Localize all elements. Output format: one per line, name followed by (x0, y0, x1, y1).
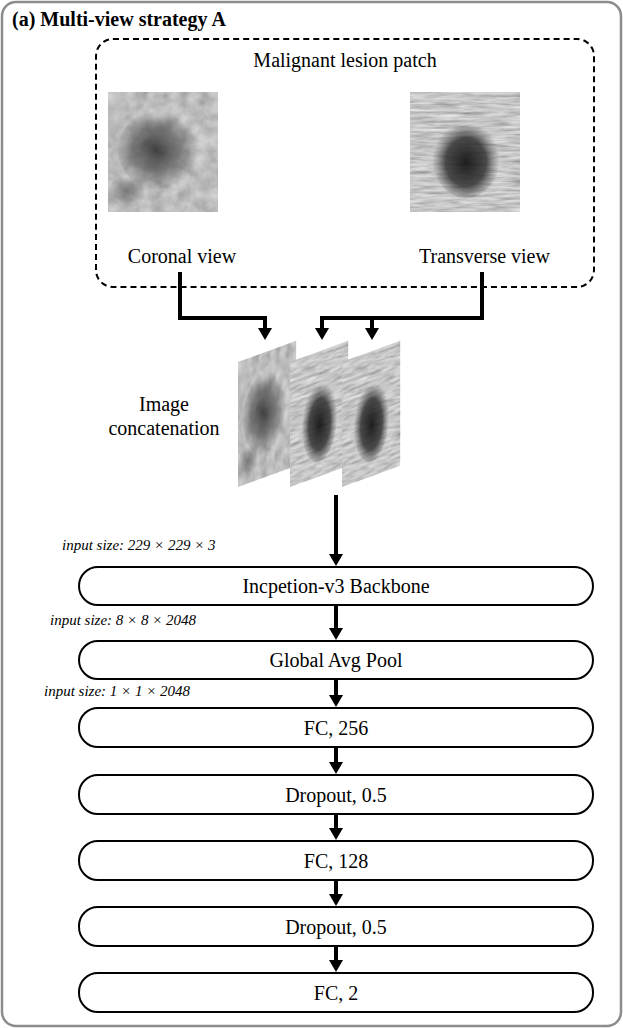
layer-name: Dropout, 0.5 (273, 783, 399, 807)
connector-line (370, 318, 374, 330)
connector (329, 815, 343, 840)
connector (329, 947, 343, 972)
connector-line (334, 748, 338, 764)
layer-name: Global Avg Pool (258, 648, 415, 672)
layer-name: Dropout, 0.5 (273, 915, 399, 939)
layer-name: FC, 256 (292, 716, 380, 740)
connector (329, 606, 343, 640)
input-size-note: input size: 8 × 8 × 2048 (48, 612, 198, 629)
view-caption: Transverse view (407, 244, 562, 268)
connector-line (334, 495, 338, 556)
coronal-patch: Coronal view (107, 87, 257, 272)
connector-line (334, 815, 338, 830)
connector (329, 748, 343, 774)
connector-line (334, 947, 338, 962)
concatenation-stack: Image concatenation (100, 340, 445, 495)
fc-box: FC, 2 (78, 972, 594, 1013)
view-caption: Coronal view (107, 244, 257, 268)
fc-box: FC, 128 (78, 840, 594, 881)
layer-name: Incpetion-v3 Backbone (230, 574, 441, 598)
connector-line (334, 680, 338, 697)
group-heading: Malignant lesion patch (97, 48, 593, 72)
dropout-box: Dropout, 0.5 (78, 774, 594, 815)
layer-name: FC, 128 (292, 849, 380, 873)
input-size-note: input size: 229 × 229 × 3 (60, 537, 218, 554)
transverse-patch: Transverse view (407, 87, 562, 272)
pool-box: Global Avg Pool (78, 640, 594, 680)
connector (180, 272, 272, 340)
figure-title: (a) Multi-view strategy A (12, 8, 226, 31)
backbone-box: Incpetion-v3 Backbone (78, 566, 594, 606)
connector (329, 495, 343, 566)
connector-line (334, 606, 338, 630)
connector (329, 680, 343, 707)
connector-line (180, 272, 265, 330)
dropout-box: Dropout, 0.5 (78, 906, 594, 947)
connector-line (322, 272, 482, 330)
connector (329, 881, 343, 906)
fc-box: FC, 256 (78, 707, 594, 748)
connector-line (334, 881, 338, 896)
input-group: Malignant lesion patchCoronal view Transv… (95, 38, 595, 288)
input-size-note: input size: 1 × 1 × 2048 (42, 683, 192, 700)
view-caption: Image concatenation (100, 392, 228, 440)
layer-name: FC, 2 (302, 981, 370, 1005)
connector (315, 272, 482, 340)
